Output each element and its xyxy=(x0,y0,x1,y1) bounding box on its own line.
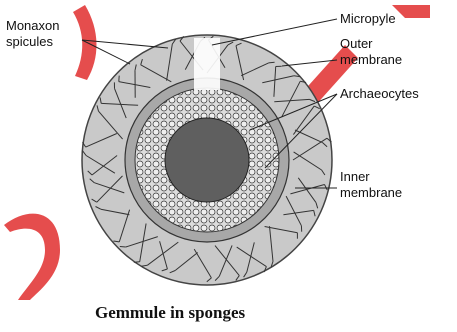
label-outer-line1: Outer xyxy=(340,36,373,51)
label-monaxon-line2: spicules xyxy=(6,34,53,49)
spicule-tip xyxy=(269,62,275,63)
archaeocyte-center xyxy=(165,118,249,202)
label-outer-line2: membrane xyxy=(340,52,402,67)
micropyle-opening xyxy=(194,38,220,90)
label-archaeocytes: Archaeocytes xyxy=(340,86,419,101)
diagram-caption: Gemmule in sponges xyxy=(95,303,246,322)
label-inner-line2: membrane xyxy=(340,185,402,200)
spicule-tip xyxy=(120,247,126,248)
label-monaxon-line1: Monaxon xyxy=(6,18,59,33)
pointer-micropyle xyxy=(212,19,337,45)
spicule-tip xyxy=(134,262,140,263)
label-micropyle: Micropyle xyxy=(340,11,396,26)
label-inner-line1: Inner xyxy=(340,169,370,184)
